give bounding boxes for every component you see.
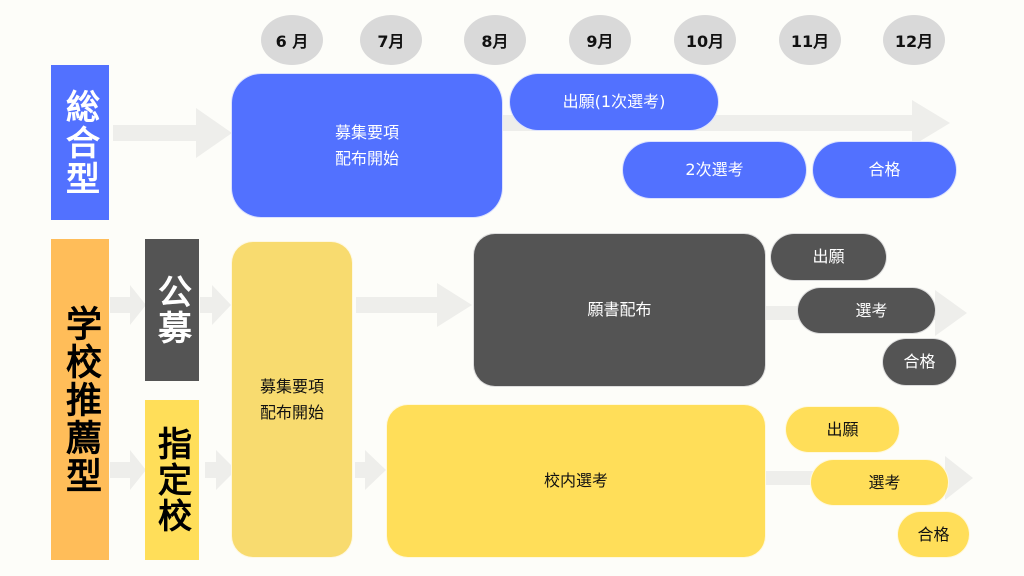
suisen-label: 学校推薦型 [51, 239, 109, 560]
arrow-koubo-main [200, 285, 231, 325]
month-september: 9月 [569, 15, 631, 65]
suisen-guideline-box: 募集要項 配布開始 [231, 241, 353, 558]
arrow-shitei-main [205, 450, 236, 490]
arrow-main-koubo-box [356, 283, 472, 327]
arrow-sougou-timeline [500, 100, 950, 146]
shitei-select-pill: 選考 [810, 459, 949, 506]
shitei-pass-pill: 合格 [897, 511, 970, 558]
sougou-guideline-box: 募集要項 配布開始 [231, 73, 503, 218]
month-july: 7月 [360, 15, 422, 65]
koubo-application-box: 願書配布 [473, 233, 766, 387]
arrow-sougou-start [113, 108, 232, 158]
sougou-label: 総合型 [51, 65, 109, 220]
koubo-apply-pill: 出願 [770, 233, 887, 281]
koubo-select-pill: 選考 [797, 287, 936, 334]
sougou-pass-pill: 合格 [812, 141, 957, 199]
month-november: 11月 [779, 15, 841, 65]
koubo-label: 公募 [145, 239, 199, 381]
month-august: 8月 [464, 15, 526, 65]
shitei-label: 指定校 [145, 400, 199, 560]
koubo-pass-pill: 合格 [882, 338, 957, 386]
shitei-internal-selection-box: 校内選考 [386, 404, 766, 558]
month-december: 12月 [883, 15, 945, 65]
arrow-suisen-shitei [110, 450, 146, 490]
shitei-apply-pill: 出願 [785, 406, 900, 453]
arrow-main-shitei-box [355, 450, 386, 490]
month-october: 10月 [674, 15, 736, 65]
month-june: 6 月 [261, 15, 323, 65]
sougou-apply-pill: 出願(1次選考) [509, 73, 719, 131]
arrow-suisen-koubo [110, 285, 146, 325]
sougou-second-selection-pill: 2次選考 [622, 141, 807, 199]
